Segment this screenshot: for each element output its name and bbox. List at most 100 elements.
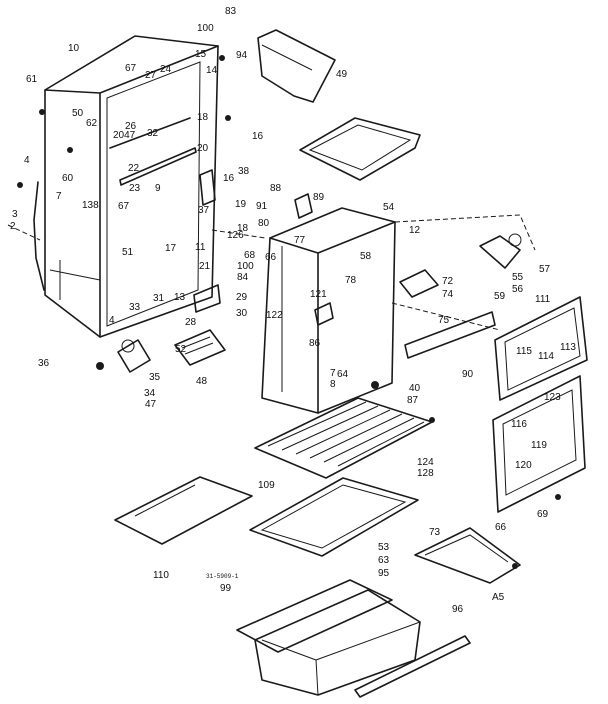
part-number-label: 94 xyxy=(236,50,248,61)
bracket-20 xyxy=(199,169,216,206)
part-number-label: 10 xyxy=(68,43,80,54)
part-number-label: 4 xyxy=(109,315,115,326)
part-86 xyxy=(314,302,334,326)
part-number-label: 64 xyxy=(337,369,349,380)
part-number-label: 15 xyxy=(195,49,207,60)
cabinet-shell xyxy=(44,35,219,338)
channel-90 xyxy=(404,311,496,359)
part-number-label: 17 xyxy=(165,243,177,254)
part-number-label: 34 xyxy=(144,388,156,399)
part-number-label: 21 xyxy=(199,261,211,272)
part-number-label: 59 xyxy=(494,291,506,302)
part-number-label: 57 xyxy=(539,264,551,275)
part-number-label: 11 xyxy=(195,242,206,253)
part-number-label: 2047 xyxy=(113,130,136,141)
part-number-label: 33 xyxy=(129,302,141,313)
part-number-label: 55 xyxy=(512,272,524,283)
wire-shelf xyxy=(254,397,433,479)
tray-38 xyxy=(299,117,421,181)
part-number-label: 51 xyxy=(122,247,134,258)
part-number-label: 66 xyxy=(495,522,507,533)
part-number-label: 63 xyxy=(378,555,390,566)
part-number-label: 86 xyxy=(309,338,321,349)
rail-96 xyxy=(354,635,471,698)
part-number-label: 110 xyxy=(153,570,169,581)
part-number-label: 77 xyxy=(294,235,306,246)
part-number-label: 89 xyxy=(313,192,325,203)
part-number-label: 30 xyxy=(236,308,248,319)
part-number-label: 113 xyxy=(560,342,576,353)
part-number-label: 95 xyxy=(378,568,390,579)
part-number-label: 109 xyxy=(258,480,275,491)
control-housing-48 xyxy=(174,329,226,366)
plate-109 xyxy=(114,476,253,545)
part-number-label: 83 xyxy=(225,6,237,17)
part-number-label: 56 xyxy=(512,284,524,295)
part-number-label: 74 xyxy=(442,289,454,300)
part-number-label: 18 xyxy=(197,112,209,123)
part-number-label: 2 xyxy=(10,221,16,232)
part-number-label: 9 xyxy=(155,183,161,194)
glass-shelf xyxy=(249,477,419,557)
part-number-label: 16 xyxy=(252,131,264,142)
part-number-label: 3 xyxy=(12,209,18,220)
part-number-label: 58 xyxy=(360,251,372,262)
part-number-label: 75 xyxy=(438,315,450,326)
crisper-drawer xyxy=(236,579,421,696)
part-number-label: 99 xyxy=(220,583,232,594)
part-number-label: 78 xyxy=(345,275,357,286)
part-number-label: 62 xyxy=(86,118,98,129)
part-number-label: 36 xyxy=(38,358,50,369)
part-number-label: 28 xyxy=(185,317,197,328)
part-number-label: 87 xyxy=(407,395,419,406)
part-number-label: 121 xyxy=(310,289,327,300)
part-number-label: 100 xyxy=(237,261,254,272)
part-number-label: 47 xyxy=(145,399,157,410)
part-number-label: 67 xyxy=(125,63,137,74)
fasteners xyxy=(17,55,561,569)
part-number-label: 7 xyxy=(330,368,336,379)
part-number-label: 48 xyxy=(196,376,208,387)
part-number-label: 54 xyxy=(383,202,395,213)
part-number-label: 68 xyxy=(244,250,256,261)
drawing-number: 31-5909-1 xyxy=(206,573,239,580)
housing-57 xyxy=(479,233,522,269)
part-number-label: 116 xyxy=(511,419,527,430)
part-number-label: 16 xyxy=(223,173,235,184)
part-number-label: 12 xyxy=(409,225,421,236)
part-number-label: 4 xyxy=(24,155,30,166)
bracket-29 xyxy=(193,284,221,313)
part-number-label: 69 xyxy=(537,509,549,520)
part-number-label: 53 xyxy=(378,542,390,553)
part-34 xyxy=(117,339,151,373)
part-number-label: 7 xyxy=(56,191,62,202)
part-number-label: 73 xyxy=(429,527,441,538)
part-number-label: A5 xyxy=(492,592,505,603)
guide-line xyxy=(211,229,266,239)
part-number-label: 18 xyxy=(237,223,249,234)
part-number-label: 72 xyxy=(442,276,454,287)
trim-3 xyxy=(33,181,45,291)
part-number-label: 27 xyxy=(145,70,157,81)
part-number-label: 122 xyxy=(266,310,283,321)
part-number-label: 67 xyxy=(118,201,130,212)
part-number-label: 40 xyxy=(409,383,421,394)
part-number-label: 115 xyxy=(516,346,532,357)
part-number-label: 38 xyxy=(238,166,250,177)
part-number-label: 49 xyxy=(336,69,348,80)
part-number-label: 22 xyxy=(128,163,140,174)
panel-49 xyxy=(257,29,336,103)
part-number-label: 91 xyxy=(256,201,268,212)
part-number-label: 24 xyxy=(160,64,172,75)
part-number-label: 19 xyxy=(235,199,247,210)
gasket-119 xyxy=(492,375,586,513)
gasket-111 xyxy=(494,296,588,401)
part-number-label: 23 xyxy=(129,183,141,194)
part-number-label: 126 xyxy=(227,230,244,241)
part-number-label: 80 xyxy=(258,218,270,229)
part-number-label: 84 xyxy=(237,272,249,283)
bracket-91 xyxy=(294,193,313,219)
